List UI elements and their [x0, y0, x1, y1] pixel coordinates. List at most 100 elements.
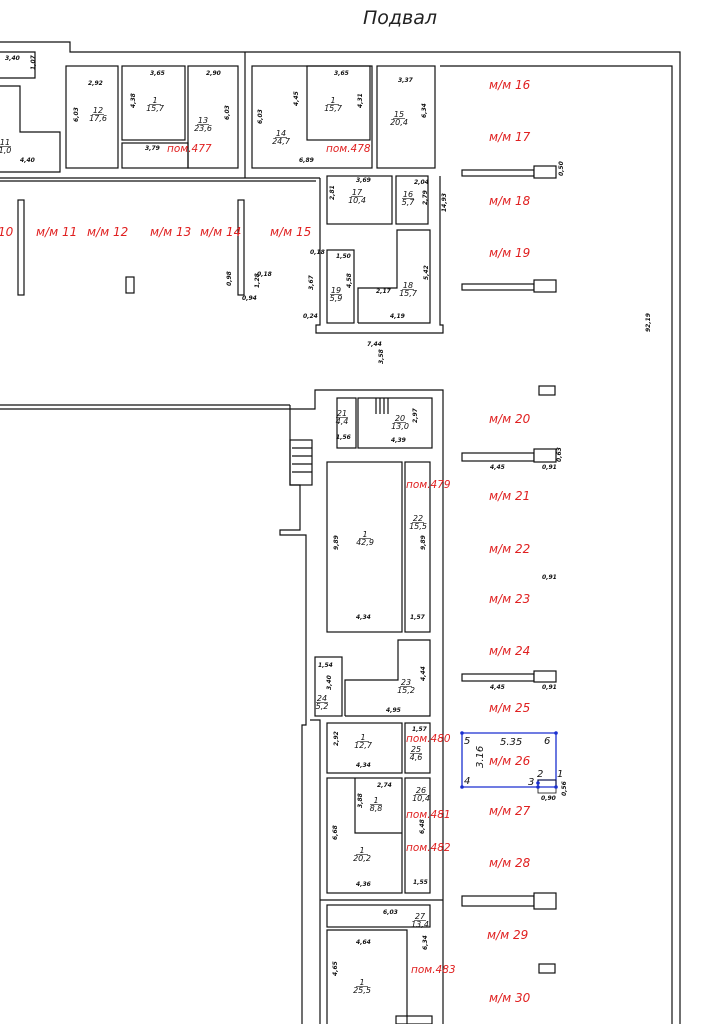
dimension-label: 6,03 [73, 107, 80, 122]
dimension-label: 0,94 [242, 295, 257, 302]
parking-spot-label: м/м 17 [489, 130, 531, 144]
room-number: 11 [0, 138, 10, 147]
dimension-label: 4,36 [356, 881, 371, 888]
dimension-label: 1,56 [336, 434, 351, 441]
dimension-label: 6,03 [257, 109, 264, 124]
room-number: 26 [416, 786, 426, 795]
parking-spot-label: м/м 11 [36, 225, 77, 239]
room-area: 15,7 [324, 104, 343, 113]
notch-width: 0,90 [541, 795, 556, 802]
room-number: 1 [359, 978, 364, 987]
dimension-label: 6,34 [421, 103, 428, 118]
dimension-label: 4,58 [346, 273, 353, 288]
room-number: 20 [395, 414, 405, 423]
dimension-label: 0,50 [558, 161, 565, 176]
room-number: 1 [330, 96, 335, 105]
room-area: 23,6 [194, 124, 212, 133]
room-number: 18 [403, 281, 413, 290]
dimension-label: 4,65 [332, 961, 339, 976]
walls [0, 41, 681, 1024]
room-number: 12 [93, 106, 103, 115]
dimension-label: 0,24 [303, 313, 318, 320]
dimension-label: 1,55 [413, 879, 428, 886]
dimension-label: 4,19 [390, 313, 405, 320]
dimension-label: 3,65 [150, 70, 165, 77]
parking-spot-label: м/м 16 [489, 78, 531, 92]
parking-spot-label: м/м 20 [489, 412, 531, 426]
room-area: 12,7 [354, 741, 373, 750]
dimension-label: 0,98 [226, 271, 233, 286]
dimension-label: 3,88 [357, 793, 364, 808]
dimension-label: 2,92 [333, 731, 340, 746]
premises-label: пом.483 [411, 964, 456, 976]
parking-spot-26-outline[interactable]: 5.35 3.16 1 2 3 4 5 6 0,90 0,56 [460, 731, 568, 802]
room-area: 4,4 [336, 417, 349, 426]
room-area: 42,9 [356, 538, 374, 547]
dimension-label: 6,03 [224, 105, 231, 120]
dimension-label: 2,17 [376, 288, 392, 295]
room-number: 1 [360, 733, 365, 742]
room-number: 23 [401, 678, 411, 687]
dimension-label: 0,18 [310, 249, 325, 256]
room-area: 13,4 [411, 920, 429, 929]
dimension-label: 3,40 [326, 675, 333, 690]
room-number: 17 [352, 188, 363, 197]
room-area: 8,8 [370, 804, 383, 813]
room-number: 1 [152, 96, 157, 105]
vertex-4: 4 [464, 776, 470, 787]
dimension-label: 1,57 [410, 614, 426, 621]
room-number: 13 [198, 116, 208, 125]
premises-label: пом.477 [167, 143, 212, 155]
parking-spot-label: м/м 21 [489, 489, 530, 503]
dimension-label: 0,91 [542, 464, 557, 471]
dimension-label: 9,89 [333, 535, 340, 550]
room-area: 24,7 [272, 137, 291, 146]
room-area: 17,6 [89, 114, 107, 123]
dimension-label: 2,04 [414, 179, 429, 186]
room-number: 21 [337, 409, 347, 418]
dimension-label: 7,44 [367, 341, 382, 348]
room-area: 15,2 [397, 686, 415, 695]
dimension-label: 2,79 [422, 190, 429, 205]
dimension-label: 6,48 [419, 819, 426, 834]
dimension-label: 3,37 [398, 77, 414, 84]
dimension-label: 0,63 [556, 447, 563, 462]
parking-spot-label: м/м 22 [489, 542, 530, 556]
dimension-label: 4,31 [357, 93, 364, 108]
dimension-label: 3,79 [145, 145, 160, 152]
vertex-2: 2 [537, 769, 543, 780]
room-area: 13,0 [391, 422, 409, 431]
room-number: 16 [403, 190, 413, 199]
parking-spot-label: м/м 30 [489, 991, 531, 1005]
parking-spot-label: м/м 23 [489, 592, 530, 606]
room-area: 15,7 [146, 104, 165, 113]
spot-length: 5.35 [500, 737, 522, 748]
room-area: 10,4 [348, 196, 366, 205]
room-number: 14 [276, 129, 286, 138]
premises-label: пом.482 [406, 842, 451, 854]
dimension-label: 92,19 [645, 313, 652, 332]
dimension-label: 0,91 [542, 574, 557, 581]
dimension-label: 0,18 [257, 271, 272, 278]
parking-spot-label: м/м 25 [489, 701, 530, 715]
parking-spot-label: м/м 19 [489, 246, 530, 260]
parking-labels: м/м 10м/м 11м/м 12м/м 13м/м 14м/м 15м/м … [0, 78, 531, 1005]
room-area: 4,6 [410, 753, 423, 762]
dimension-label: 4,39 [391, 437, 406, 444]
room-area: 15,5 [409, 522, 427, 531]
dimension-label: 4,45 [490, 464, 505, 471]
spot-width: 3.16 [475, 746, 486, 768]
room-number: 27 [415, 912, 426, 921]
floor-title: Подвал [363, 7, 437, 29]
parking-spot-label: м/м 28 [489, 856, 531, 870]
room-area: 10,4 [412, 794, 430, 803]
premises-label: пом.481 [406, 809, 451, 821]
room-area: 25,5 [353, 986, 371, 995]
dimension-label: 2,81 [329, 185, 336, 200]
room-number: 25 [411, 745, 421, 754]
room-area: 15,7 [399, 289, 418, 298]
vertex-3: 3 [528, 777, 534, 788]
dimension-label: 4,95 [386, 707, 401, 714]
